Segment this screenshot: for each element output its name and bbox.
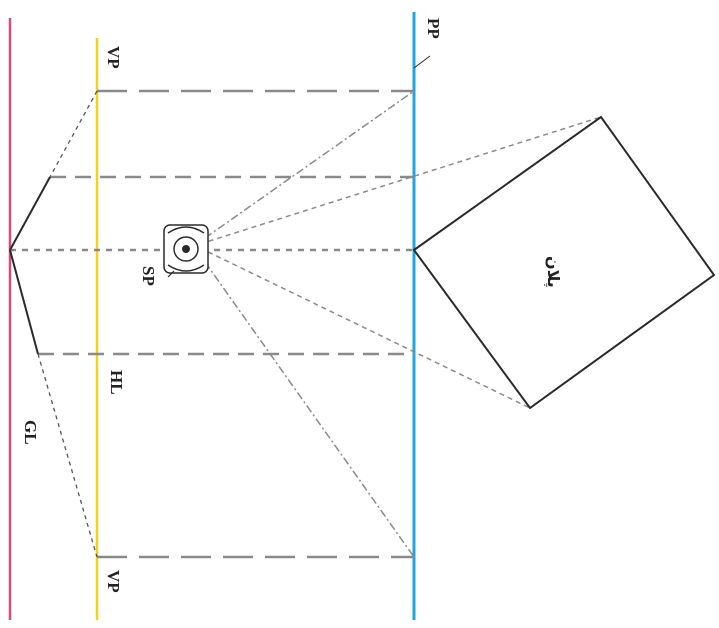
horizon-line-label: HL bbox=[107, 370, 126, 395]
ground-line-label: GL bbox=[21, 420, 40, 445]
station-point-label: SP bbox=[139, 266, 158, 286]
perspective-construction-lines bbox=[37, 90, 98, 558]
plan-shape bbox=[412, 115, 716, 410]
picture-plane-tick bbox=[413, 55, 431, 69]
vanishing-point-top-label: VP bbox=[104, 46, 123, 69]
plan-label: پلان bbox=[543, 256, 563, 288]
ground-edges bbox=[9, 176, 51, 355]
viewer-eye-icon bbox=[163, 224, 209, 278]
picture-plane-label: PP bbox=[424, 18, 443, 39]
sight-lines bbox=[199, 90, 602, 558]
horizontal-projectors bbox=[10, 89, 414, 559]
vanishing-point-bottom-label: VP bbox=[104, 570, 123, 593]
